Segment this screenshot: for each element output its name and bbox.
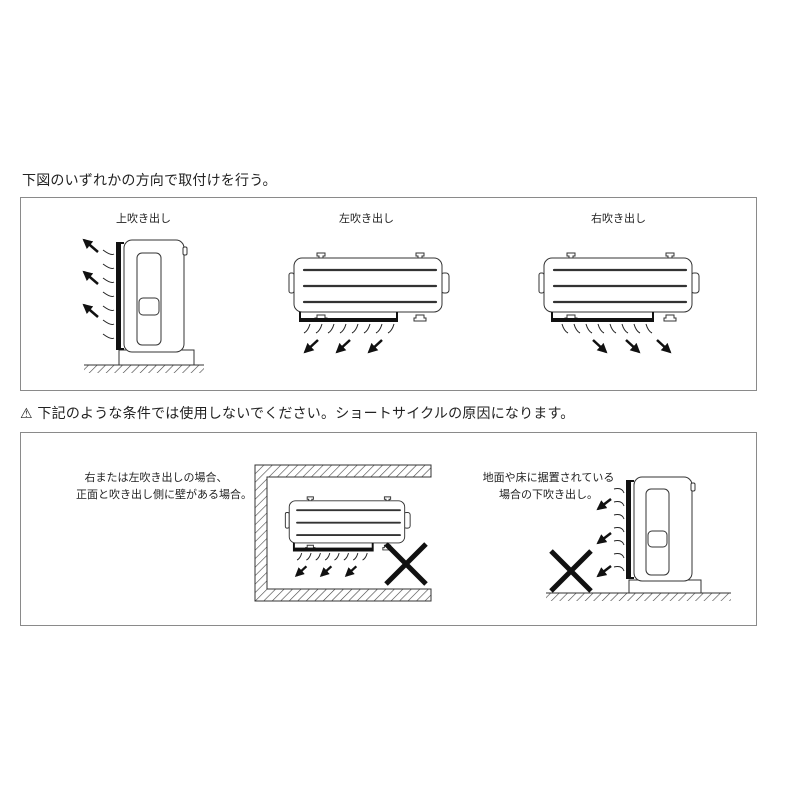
section1-heading: 下図のいずれかの方向で取付けを行う。 xyxy=(22,173,277,189)
section2-heading: ⚠ 下記のような条件では使用しないでください。ショートサイクルの原因になります。 xyxy=(20,403,575,423)
label-left-discharge: 左吹き出し xyxy=(339,212,394,225)
prohibited-x-mark-2 xyxy=(548,548,594,594)
case2-note: 地面や床に据置されている 場合の下吹き出し。 xyxy=(482,471,615,501)
figure-walled-side-discharge xyxy=(254,464,432,602)
figure-right-discharge xyxy=(538,252,700,354)
prohibited-x-mark-1 xyxy=(383,541,429,587)
label-right-discharge: 右吹き出し xyxy=(591,212,646,225)
figure-up-discharge xyxy=(82,238,204,373)
install-orientations-panel: 上吹き出し 左吹き出し xyxy=(20,197,757,391)
prohibited-conditions-panel: 右または左吹き出しの場合、 正面と吹き出し側に壁がある場合。 xyxy=(20,432,757,626)
label-up-discharge: 上吹き出し xyxy=(116,212,171,225)
warning-icon: ⚠ xyxy=(20,406,33,422)
figure-left-discharge xyxy=(288,252,450,354)
figure-floor-down-discharge xyxy=(546,476,731,601)
case1-note: 右または左吹き出しの場合、 正面と吹き出し側に壁がある場合。 xyxy=(76,471,252,501)
warning-text: 下記のような条件では使用しないでください。ショートサイクルの原因になります。 xyxy=(37,406,575,422)
